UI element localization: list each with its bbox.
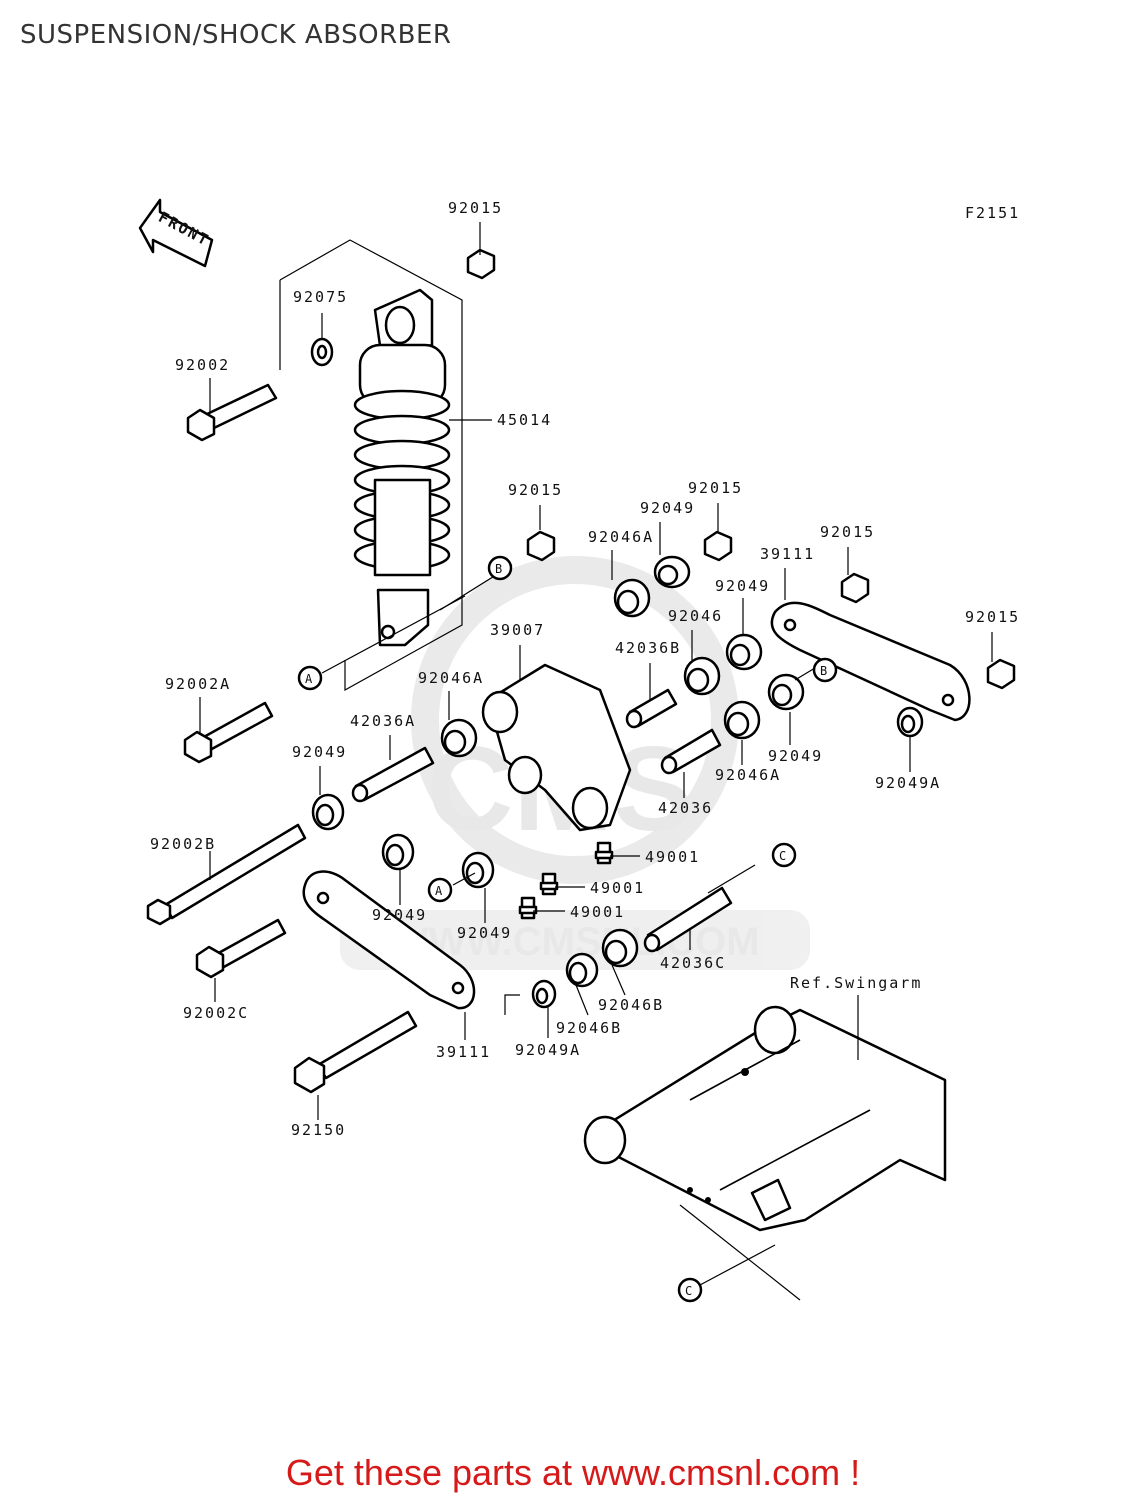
bolt-icon [183, 701, 274, 764]
callout-a-top: A [297, 665, 323, 691]
swingarm [583, 1005, 947, 1301]
tie-rod [302, 870, 476, 1010]
rocker-arm [481, 663, 632, 832]
part-label[interactable]: 92015 [508, 481, 563, 499]
seal-icon [531, 979, 557, 1009]
part-label[interactable]: 42036 [658, 799, 713, 817]
sleeve-icon [625, 688, 678, 729]
sleeve-icon [660, 728, 722, 775]
part-label[interactable]: 92002 [175, 356, 230, 374]
part-label[interactable]: 49001 [645, 848, 700, 866]
callout-b-top: B [487, 555, 513, 581]
svg-text:B: B [495, 562, 502, 576]
bolt-icon [186, 383, 278, 442]
ref-swingarm-label: Ref.Swingarm [790, 974, 922, 992]
part-label[interactable]: 45014 [497, 411, 552, 429]
grease-nipple-icon [539, 872, 559, 896]
seal-icon [381, 833, 415, 871]
svg-text:A: A [305, 672, 313, 686]
page-title: SUSPENSION/SHOCK ABSORBER [20, 20, 452, 50]
part-label[interactable]: 92049 [715, 577, 770, 595]
front-arrow-icon: FRONT [138, 198, 214, 268]
tie-rod [770, 601, 971, 722]
part-label[interactable]: 49001 [570, 903, 625, 921]
part-label[interactable]: 42036A [350, 712, 416, 730]
seal-icon [725, 633, 763, 671]
grease-nipple-icon [594, 841, 614, 865]
seal-icon [653, 555, 691, 589]
bearing-icon [683, 656, 721, 696]
bearing-icon [440, 718, 478, 758]
assembly-bracket [279, 239, 463, 692]
bearing-icon [613, 578, 651, 618]
svg-text:C: C [779, 849, 786, 863]
part-label[interactable]: 92015 [688, 479, 743, 497]
part-label[interactable]: 42036B [615, 639, 681, 657]
svg-text:C: C [685, 1284, 692, 1298]
seal-icon [311, 793, 345, 831]
sleeve-icon [643, 886, 733, 953]
nut-icon [703, 530, 733, 562]
nut-icon [840, 572, 870, 604]
svg-text:B: B [820, 664, 827, 678]
nut-icon [526, 530, 556, 562]
bearing-icon [723, 700, 761, 740]
part-label[interactable]: 92002B [150, 835, 216, 853]
part-label[interactable]: 92049 [292, 743, 347, 761]
part-label[interactable]: 92015 [448, 199, 503, 217]
bolt-icon [293, 1010, 418, 1094]
part-label[interactable]: 49001 [590, 879, 645, 897]
callout-c-bottom: C [677, 1277, 703, 1303]
bearing-icon [565, 952, 599, 988]
nut-icon [466, 248, 496, 280]
part-label[interactable]: 92046A [715, 766, 781, 784]
part-label[interactable]: 92049 [457, 924, 512, 942]
part-label[interactable]: 92046A [588, 528, 654, 546]
part-label[interactable]: 92049A [515, 1041, 581, 1059]
part-label[interactable]: 92046A [418, 669, 484, 687]
seal-icon [461, 851, 495, 889]
callout-b-right: B [812, 657, 838, 683]
part-label[interactable]: 92046B [598, 996, 664, 1014]
bearing-icon [601, 928, 639, 968]
part-label[interactable]: 92046 [668, 607, 723, 625]
leader-lines [199, 222, 993, 1286]
part-label[interactable]: 92046B [556, 1019, 622, 1037]
part-label[interactable]: 92049 [768, 747, 823, 765]
part-label[interactable]: 92002A [165, 675, 231, 693]
part-label[interactable]: 92150 [291, 1121, 346, 1139]
seal-icon [896, 706, 924, 738]
callout-a-bottom: A [427, 877, 453, 903]
bolt-icon [195, 918, 287, 979]
part-label[interactable]: 39007 [490, 621, 545, 639]
sleeve-icon [351, 746, 435, 803]
part-label[interactable]: 39111 [760, 545, 815, 563]
part-label[interactable]: 42036C [660, 954, 726, 972]
callout-c-top: C [771, 842, 797, 868]
part-label[interactable]: 92049A [875, 774, 941, 792]
seal-icon [767, 673, 805, 711]
part-label[interactable]: 92049 [372, 906, 427, 924]
svg-text:A: A [435, 884, 443, 898]
part-label[interactable]: 92002C [183, 1004, 249, 1022]
footer-link[interactable]: Get these parts at www.cmsnl.com ! [285, 1452, 861, 1493]
part-label[interactable]: 92015 [820, 523, 875, 541]
bushing-icon [310, 337, 334, 367]
nut-icon [986, 658, 1016, 690]
shock-absorber [353, 288, 451, 647]
part-label[interactable]: 92049 [640, 499, 695, 517]
figure-code: F2151 [965, 204, 1020, 222]
part-label[interactable]: 39111 [436, 1043, 491, 1061]
part-label[interactable]: 92015 [965, 608, 1020, 626]
bolt-icon [146, 823, 307, 926]
part-label[interactable]: 92075 [293, 288, 348, 306]
grease-nipple-icon [518, 896, 538, 920]
